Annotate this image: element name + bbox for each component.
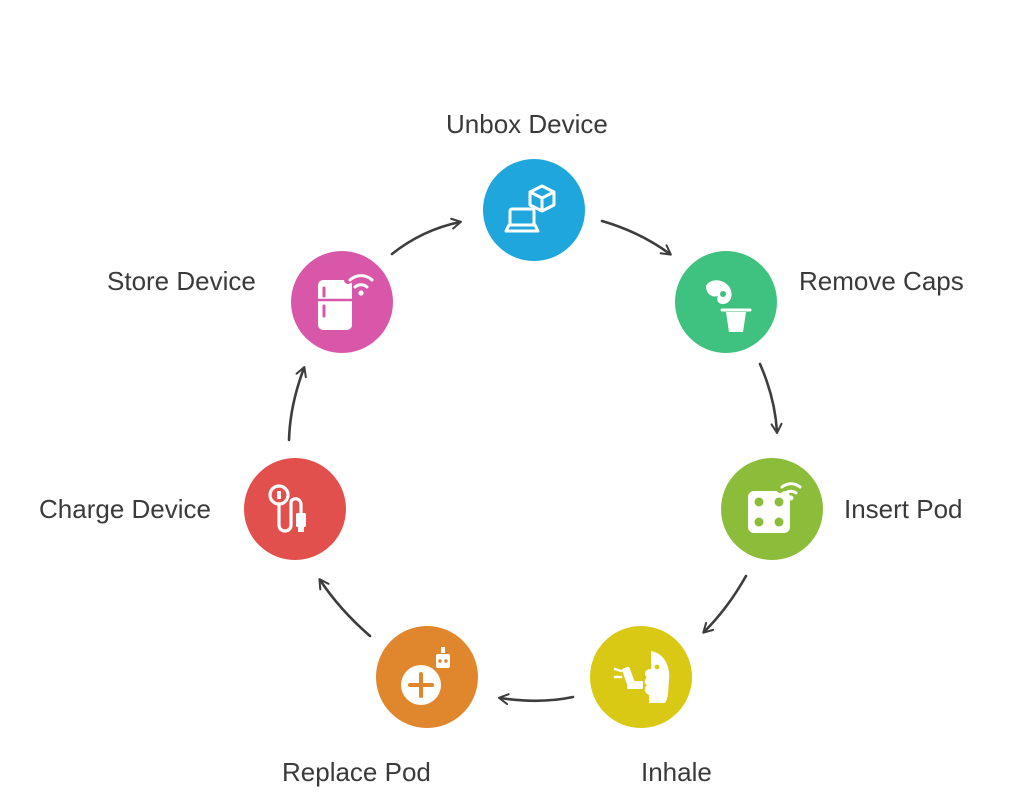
step-label-insert-pod: Insert Pod	[844, 494, 963, 524]
step-label-inhale: Inhale	[641, 757, 712, 787]
charging-cable-icon	[268, 484, 306, 533]
step-replace-pod	[376, 626, 478, 728]
hand-cup-icon	[706, 280, 752, 332]
inhaler-face-icon	[613, 651, 670, 703]
step-label-charge-device: Charge Device	[39, 494, 211, 524]
pod-wifi-icon	[748, 480, 804, 533]
step-unbox-device	[483, 159, 585, 261]
step-label-remove-caps: Remove Caps	[799, 266, 964, 296]
step-remove-caps	[675, 251, 777, 353]
laptop-box-icon	[504, 184, 556, 233]
arrow-store-to-unbox	[390, 217, 462, 256]
step-label-replace-pod: Replace Pod	[282, 757, 431, 787]
step-inhale	[590, 626, 692, 728]
arrow-unbox-to-remove	[600, 219, 672, 256]
step-label-unbox-device: Unbox Device	[446, 109, 608, 139]
plus-pod-icon	[401, 647, 452, 705]
arrow-inhale-to-replace	[498, 693, 575, 706]
step-store-device	[291, 251, 393, 353]
arrow-charge-to-store	[287, 366, 307, 442]
fridge-wifi-icon	[318, 271, 376, 330]
arrow-insert-to-inhale	[702, 574, 748, 634]
arrow-remove-to-insert	[758, 362, 783, 434]
arrow-replace-to-charge	[318, 578, 372, 638]
step-label-store-device: Store Device	[107, 266, 256, 296]
step-insert-pod	[721, 458, 823, 560]
step-charge-device	[244, 458, 346, 560]
